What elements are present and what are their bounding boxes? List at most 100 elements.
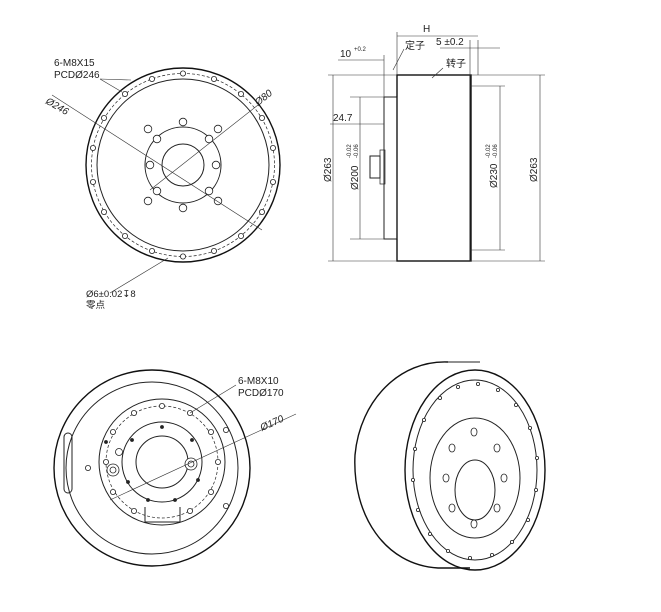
hub-hole: [442, 473, 450, 483]
stator-label: 定子: [405, 39, 425, 52]
rim-hole: [415, 507, 420, 512]
bolt-hole: [130, 409, 137, 416]
hub-hole: [500, 473, 508, 483]
side-view: H 10 +0.2 定子 转子 5 ±0.2 24.7 Ø263 Ø200 -0…: [323, 24, 545, 262]
bolt-callout-leader: [99, 78, 132, 81]
rear-flange: [98, 398, 226, 526]
bolt-hole: [101, 208, 108, 215]
rim-hole: [526, 518, 531, 523]
bolt-hole: [207, 488, 214, 495]
rear-mid-ring: [65, 381, 239, 555]
bolt-hole: [103, 458, 110, 465]
rim-hole: [445, 549, 450, 554]
rim-hole: [528, 425, 533, 430]
rear-view: 6-M8X10 PCDØ170 Ø170: [53, 369, 297, 567]
bolt-hole: [148, 247, 155, 254]
bolt-hole: [90, 144, 97, 151]
rim-hole: [489, 553, 494, 558]
rear-bolt-holes: [85, 402, 229, 514]
rear-dia-170-label: Ø170: [258, 414, 286, 435]
dia-200-tol-upper: -0.02: [347, 144, 353, 158]
rim-hole: [534, 487, 539, 492]
hub-hole: [145, 160, 155, 170]
rim-hole: [467, 556, 472, 561]
rim-hole: [437, 395, 442, 400]
small-hole: [146, 498, 150, 502]
small-hole: [130, 438, 134, 442]
hub-hole: [448, 443, 456, 453]
front-bolt-callout-line1: 6-M8X15: [54, 58, 95, 69]
width-5-label: 5 ±0.2: [436, 37, 464, 48]
hub-hole: [211, 160, 221, 170]
rim-hole: [412, 446, 417, 451]
hub-hole: [152, 134, 162, 144]
hub-hole: [470, 427, 478, 437]
dia-263-right-label: Ø263: [529, 157, 540, 182]
iso-hub-holes: [442, 427, 508, 529]
front-inner-holes: [143, 117, 223, 213]
rear-bolt-callout-line2: PCDØ170: [238, 388, 284, 399]
front-view: 6-M8X15 PCDØ246 Ø246 Ø80 Ø6±0.02↧8 零点: [43, 58, 281, 311]
stator-flange: [383, 96, 398, 240]
front-center-bore: [161, 143, 205, 187]
bolt-hole: [122, 232, 129, 239]
rotor-leader: [431, 67, 444, 79]
iso-hub: [429, 417, 521, 539]
hub-hole: [152, 186, 162, 196]
bolt-hole: [214, 458, 221, 465]
hub-hole: [493, 443, 501, 453]
rear-bolt-leader: [189, 384, 237, 414]
offset-10-label: 10: [340, 49, 352, 60]
front-pcd-circle: [91, 73, 275, 257]
bolt-hole: [222, 502, 229, 509]
dia-200-label: Ø200: [350, 165, 361, 190]
dia-230-tol-lower: -0.06: [493, 144, 499, 158]
small-hole: [104, 440, 108, 444]
rotor-label: 转子: [446, 57, 466, 70]
hub-hole: [178, 117, 188, 127]
rear-side-slot: [63, 432, 73, 494]
rim-hole: [455, 384, 460, 389]
rear-connectors: [106, 448, 198, 477]
rear-pcd: [105, 405, 219, 519]
dia-246-dimension-line: [51, 94, 263, 231]
connector-plate: [379, 149, 386, 185]
front-center-dia-label: Ø80: [252, 88, 275, 109]
hub-hole: [204, 186, 214, 196]
rotor-body: [396, 74, 472, 262]
hub-hole: [178, 203, 188, 213]
iso-body-outline: [354, 361, 470, 569]
iso-front-face: [404, 369, 546, 571]
rear-key-slot: [144, 507, 181, 523]
front-inner-ring: [96, 78, 270, 252]
bolt-hole: [210, 247, 217, 254]
bolt-hole: [110, 488, 117, 495]
bolt-hole: [269, 178, 276, 185]
hub-hole: [204, 134, 214, 144]
dim-24-7-label: 24.7: [333, 113, 353, 124]
bolt-hole: [207, 428, 214, 435]
hub-hole: [448, 503, 456, 513]
bolt-hole: [90, 178, 97, 185]
rim-hole: [421, 417, 426, 422]
bolt-hole: [258, 115, 265, 122]
bolt-hole: [158, 402, 165, 409]
rear-outer-circle: [53, 369, 251, 567]
bolt-hole: [130, 507, 137, 514]
pin-callout-leader: [109, 257, 169, 294]
rim-hole: [427, 532, 432, 537]
bolt-hole: [258, 208, 265, 215]
front-pin-callout-line1: Ø6±0.02↧8: [86, 289, 136, 300]
dia-230-tol-upper: -0.02: [486, 144, 492, 158]
front-outer-dia-label: Ø246: [43, 96, 71, 118]
front-outer-holes: [90, 70, 276, 260]
rear-dia-170-line: [109, 413, 297, 501]
hub-hole: [143, 196, 153, 206]
dia-80-dimension-line: [149, 104, 259, 191]
front-pin-callout-line2: 零点: [86, 300, 106, 311]
bolt-hole: [179, 70, 186, 77]
isometric-view: [354, 361, 546, 571]
rim-hole: [535, 455, 540, 460]
rear-small-dots: [104, 425, 200, 502]
